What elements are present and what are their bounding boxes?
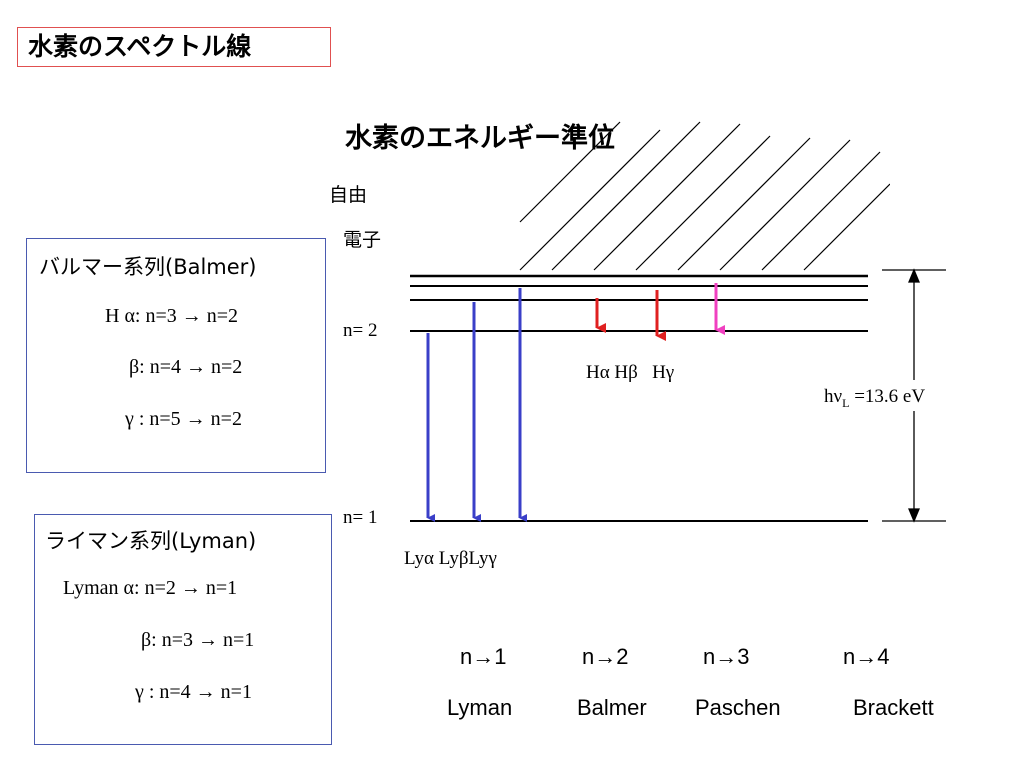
series-transition-n1: n→1 bbox=[460, 644, 507, 669]
balmer-line-beta: β: n=4 → n=2 bbox=[129, 356, 243, 378]
slide-title: 水素のスペクトル線 bbox=[17, 27, 331, 67]
free-electron-label-2: 電子 bbox=[343, 229, 382, 251]
lyman-line-alpha: Lyman α: n=2 → n=1 bbox=[63, 577, 238, 599]
series-name-brackett: Brackett bbox=[853, 695, 934, 720]
energy-levels bbox=[410, 274, 868, 522]
continuum-hatching bbox=[519, 121, 890, 271]
lyman-series-panel: ライマン系列(Lyman) Lyman α: n=2 → n=1 β: n=3 … bbox=[34, 514, 332, 745]
series-name-lyman: Lyman bbox=[447, 695, 513, 720]
lyman-line-gamma: γ : n=4 → n=1 bbox=[135, 681, 252, 703]
series-name-balmer: Balmer bbox=[577, 695, 647, 720]
lyman-arrows bbox=[426, 288, 527, 522]
free-electron-label-1: 自由 bbox=[329, 184, 368, 206]
series-transition-n3: n→3 bbox=[703, 644, 750, 669]
lyman-transition-label: Lyα LyβLyγ bbox=[404, 548, 497, 569]
ionization-energy-label: hνL =13.6 eV bbox=[822, 386, 928, 411]
series-transition-n4: n→4 bbox=[843, 644, 890, 669]
balmer-series-panel: バルマー系列(Balmer) H α: n=3 → n=2 β: n=4 → n… bbox=[26, 238, 326, 473]
series-name-paschen: Paschen bbox=[695, 695, 781, 720]
balmer-panel-title: バルマー系列(Balmer) bbox=[39, 255, 257, 279]
balmer-line-gamma: γ : n=5 → n=2 bbox=[125, 408, 242, 430]
ionization-bracket bbox=[882, 268, 946, 523]
level-n1-label: n= 1 bbox=[343, 507, 378, 528]
balmer-line-alpha: H α: n=3 → n=2 bbox=[105, 305, 239, 327]
diagram-heading: 水素のエネルギー準位 bbox=[345, 123, 615, 154]
balmer-transition-label: Hα Hβ Hγ bbox=[586, 362, 675, 383]
level-n2-label: n= 2 bbox=[343, 320, 378, 341]
lyman-line-beta: β: n=3 → n=1 bbox=[141, 629, 255, 651]
lyman-panel-title: ライマン系列(Lyman) bbox=[45, 529, 257, 553]
series-transition-n2: n→2 bbox=[582, 644, 629, 669]
